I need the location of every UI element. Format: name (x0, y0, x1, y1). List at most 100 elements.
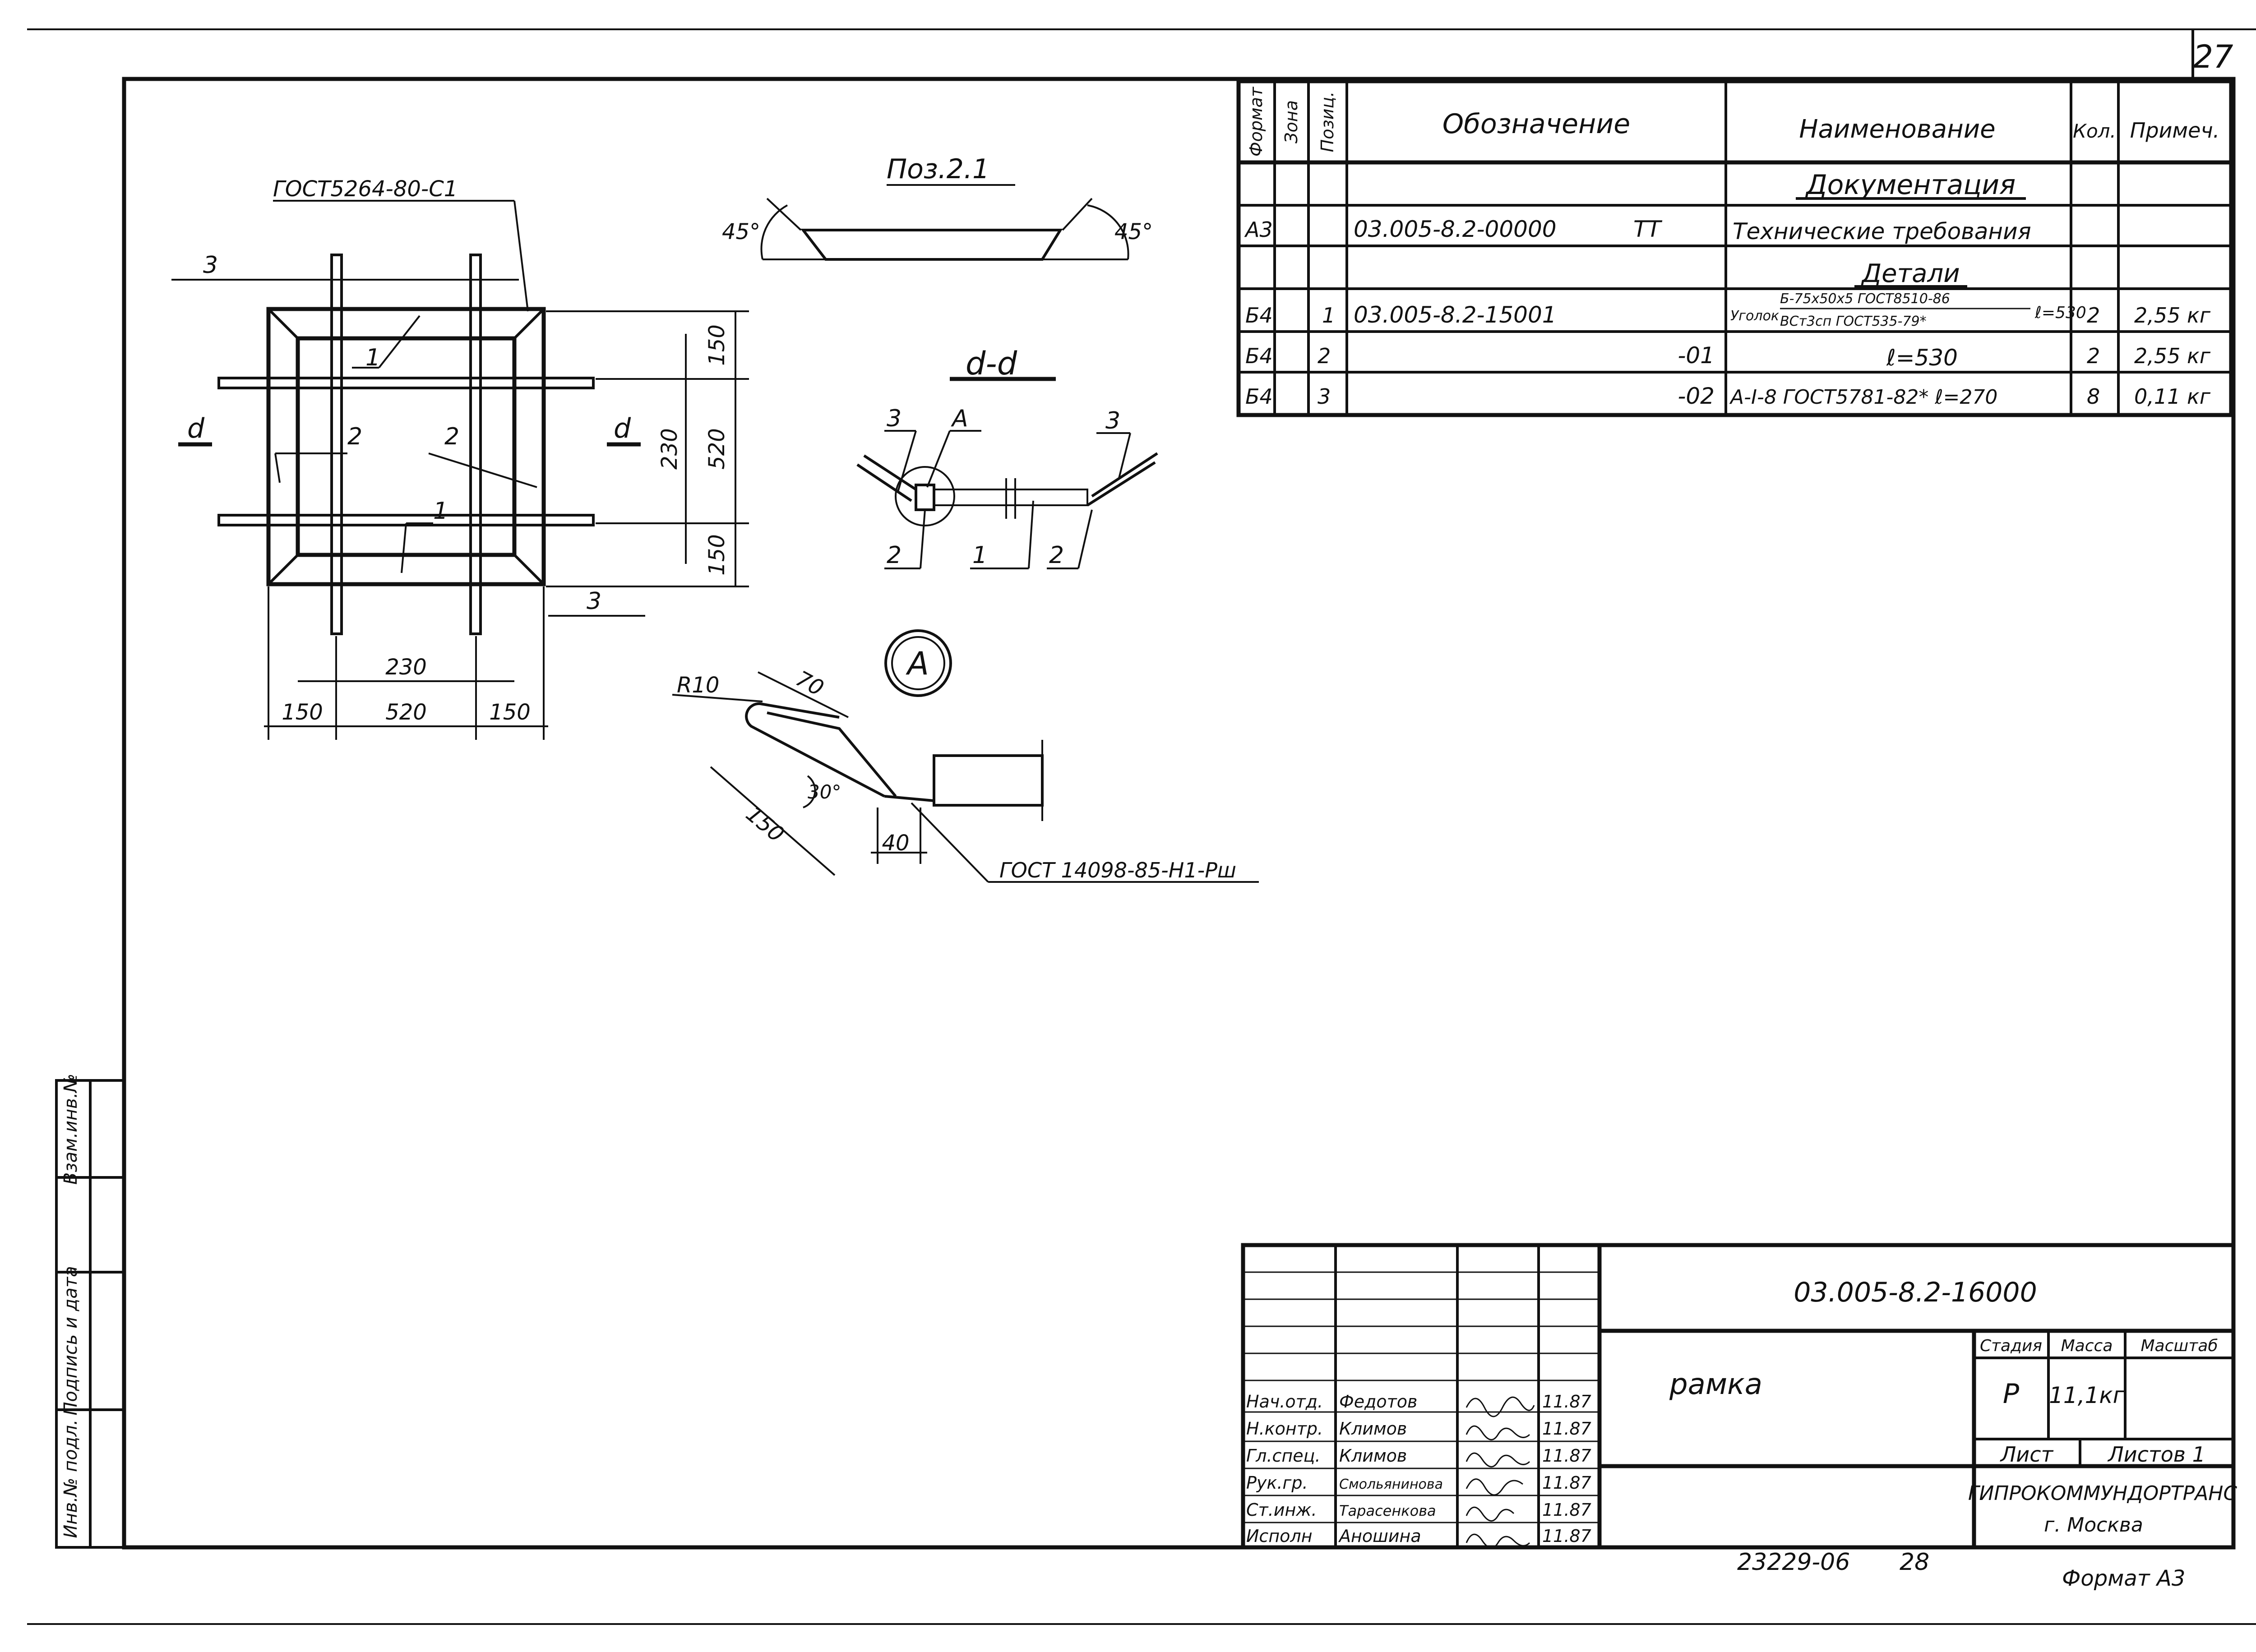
org-name: ГИПРОКОММУНДОРТРАНС (1968, 1482, 2238, 1505)
signer-0-role: Нач.отд. (1246, 1392, 1323, 1412)
row-1-designation: 03.005-8.2-15001 (1354, 302, 1557, 328)
footer-code: 23229-06 (1737, 1549, 1850, 1576)
signer-2-name: Климов (1339, 1446, 1407, 1466)
signer-4-role: Ст.инж. (1246, 1500, 1317, 1520)
doc-code: 03.005-8.2-16000 (1794, 1277, 2037, 1308)
pos-2-1-labels: Поз.2.1 45° 45° (722, 153, 1153, 245)
row-1-format: Б4 (1245, 303, 1273, 328)
signer-3-date: 11.87 (1542, 1473, 1591, 1493)
plan-view (171, 200, 749, 740)
header-pos: Позиц. (1318, 92, 1337, 152)
label-2-right: 2 (444, 423, 459, 450)
title-block-text: 03.005-8.2-16000 рамка Стадия Масса Масш… (1246, 1277, 2237, 1546)
row-1-pos: 1 (1322, 303, 1335, 328)
dim-150-top: 150 (704, 324, 730, 366)
signer-3-role: Рук.гр. (1246, 1473, 1308, 1493)
angle-right: 45° (1114, 219, 1153, 245)
sheet-frame: 27 (27, 28, 2256, 1625)
row-0-suffix: ТТ (1633, 216, 1663, 242)
row-2-designation: -01 (1678, 342, 1715, 369)
dim-150-left: 150 (282, 700, 323, 725)
row-3-qty: 8 (2087, 384, 2100, 409)
signer-5-date: 11.87 (1542, 1526, 1591, 1546)
signer-1-date: 11.87 (1542, 1419, 1591, 1439)
row-0-format: А3 (1244, 217, 1273, 242)
section-parts: Детали (1860, 259, 1960, 288)
dim-150-bottom: 150 (704, 534, 730, 576)
row-2-qty: 2 (2087, 344, 2100, 368)
plan-view-labels: ГОСТ5264-80-С1 3 1 2 2 1 3 d d 150 520 1… (187, 176, 730, 725)
dim-230-bottom: 230 (385, 655, 427, 680)
signer-2-role: Гл.спец. (1246, 1446, 1321, 1466)
signer-0-date: 11.87 (1542, 1392, 1591, 1412)
section-label-3-left: 3 (887, 405, 901, 432)
format-label: Формат А3 (2062, 1566, 2185, 1591)
row-3-name: А-I-8 ГОСТ5781-82* ℓ=270 (1729, 386, 1997, 409)
detail-marker: А (906, 645, 929, 682)
header-format: Формат (1246, 86, 1266, 157)
section-label-a: А (951, 405, 968, 432)
row-2-pos: 2 (1318, 344, 1331, 368)
section-label-1: 1 (972, 542, 987, 569)
row-2-format: Б4 (1245, 344, 1273, 368)
section-mark-left: d (187, 413, 205, 444)
dim-520-bottom: 520 (385, 700, 427, 725)
mass-value: 11,1кг (2049, 1382, 2125, 1408)
signer-1-role: Н.контр. (1246, 1419, 1323, 1439)
header-name: Наименование (1799, 115, 1995, 144)
page-number: 27 (2193, 38, 2233, 75)
scale-header: Масштаб (2140, 1337, 2218, 1355)
dim-r10: R10 (677, 673, 719, 698)
row-1-qty: 2 (2087, 303, 2100, 328)
row-1-name-len: ℓ=530 (2034, 304, 2086, 322)
footer: 23229-06 28 Формат А3 (1737, 1549, 2185, 1591)
spec-table-text: Формат Зона Позиц. Обозначение Наименова… (1244, 86, 2219, 409)
section-mark-right: d (614, 413, 631, 444)
sheets-label: Листов 1 (2107, 1442, 2205, 1467)
footer-page: 28 (1900, 1549, 1929, 1576)
row-1-name-bottom: ВСт3сп ГОСТ535-79* (1780, 314, 1927, 329)
section-label-3-right: 3 (1105, 407, 1120, 434)
row-3-designation: -02 (1678, 383, 1715, 409)
section-view (856, 377, 1158, 569)
label-3-bottom: 3 (587, 588, 601, 615)
side-stamp: Взам.инв.№ Подпись и дата Инв.№ подл. (55, 1074, 125, 1549)
header-zone: Зона (1281, 100, 1301, 143)
label-3-top: 3 (203, 252, 218, 279)
signer-0-name: Федотов (1339, 1392, 1417, 1412)
pos-title: Поз.2.1 (887, 153, 989, 185)
side-stamp-inv: Инв.№ подл. (60, 1419, 81, 1538)
dim-30deg: 30° (808, 781, 841, 803)
section-docs: Документация (1805, 169, 2016, 201)
dim-150-detail: 150 (741, 801, 789, 847)
row-1-note: 2,55 кг (2134, 303, 2211, 328)
label-1-top: 1 (365, 344, 380, 371)
dim-520-right: 520 (704, 428, 730, 470)
row-2-name: ℓ=530 (1886, 345, 1958, 371)
doc-title: рамка (1669, 1368, 1762, 1401)
sheet-label: Лист (2000, 1442, 2054, 1467)
signer-4-name: Тарасенкова (1339, 1502, 1436, 1519)
signer-4-date: 11.87 (1542, 1500, 1591, 1520)
dim-70: 70 (791, 666, 828, 701)
spec-table (1236, 79, 2233, 417)
pos-2-1-view (760, 184, 1129, 261)
angle-left: 45° (722, 219, 760, 245)
signer-5-name: Аношина (1338, 1526, 1421, 1546)
gost-weld-top: ГОСТ5264-80-С1 (273, 176, 458, 202)
dim-150-right: 150 (489, 700, 531, 725)
detail-a-labels: А R10 70 150 30° 40 ГОСТ 14098-85-Н1-Рш (677, 645, 1236, 882)
org-city: г. Москва (2044, 1514, 2143, 1537)
section-view-labels: d-d 3 А 3 2 1 2 (887, 345, 1120, 569)
row-1-name-prefix: Уголок (1730, 308, 1779, 324)
section-label-2-left: 2 (887, 542, 901, 569)
signer-1-name: Климов (1339, 1419, 1407, 1439)
row-0-name: Технические требования (1733, 218, 2031, 245)
row-0-designation: 03.005-8.2-00000 (1354, 216, 1557, 242)
section-label-2-right: 2 (1049, 542, 1064, 569)
row-2-note: 2,55 кг (2134, 344, 2211, 368)
row-3-format: Б4 (1245, 384, 1273, 409)
label-2-left: 2 (347, 423, 362, 450)
dim-230-right: 230 (657, 428, 682, 470)
row-1-name-top: Б-75х50х5 ГОСТ8510-86 (1780, 291, 1950, 307)
